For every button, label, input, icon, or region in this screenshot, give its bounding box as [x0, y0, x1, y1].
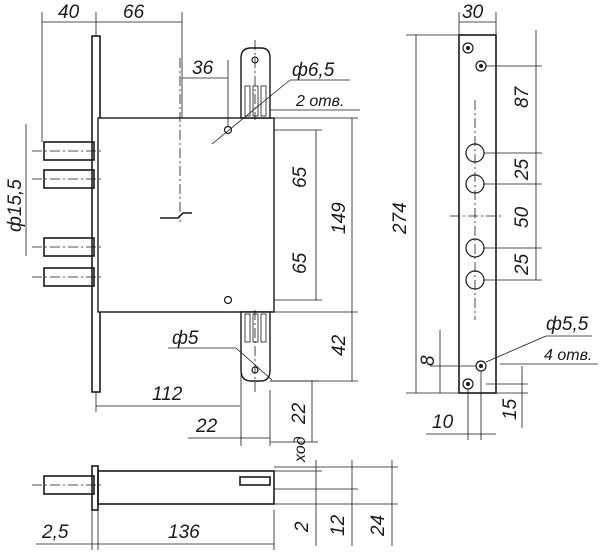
dim-24: 24 [368, 460, 393, 546]
dim-42-label: 42 [329, 334, 350, 356]
dim-10-label: 10 [432, 412, 454, 433]
dim-15-label: 15 [500, 398, 521, 420]
upper-bolts [32, 141, 102, 189]
lower-bolts [32, 237, 102, 287]
dim-2-5-label: 2,5 [41, 522, 69, 543]
dim-274: 274 [390, 34, 459, 394]
dim-136: 136 [98, 510, 275, 550]
dim-136-label: 136 [168, 522, 200, 543]
stroke-label: ход [292, 436, 309, 463]
dim-66-label: 66 [123, 2, 145, 23]
dim-2: 2 [292, 460, 317, 546]
phi15-5-label: ф15,5 [5, 179, 26, 232]
mount-hole-top [223, 125, 233, 135]
dim-30-label: 30 [462, 2, 484, 23]
dim-50-label: 50 [512, 206, 533, 228]
dim-40: 40 [42, 2, 96, 23]
dim-25b-label: 25 [512, 253, 533, 276]
phi5-5-label: ф5,5 [546, 314, 589, 335]
dim-65-149: 65 65 149 [274, 117, 358, 313]
dim-22b-label: 22 [289, 402, 310, 425]
dim-15: 15 [486, 366, 528, 428]
dim-87-label: 87 [512, 85, 533, 108]
bottom-case [97, 470, 275, 505]
phi5-label: ф5 [172, 328, 199, 349]
dim-42: 42 [270, 312, 358, 382]
dim-2-5: 2,5 [36, 510, 99, 550]
top-rod [240, 40, 271, 120]
dims-right-holes: 87 25 50 25 [484, 30, 542, 281]
dim-40-label: 40 [58, 2, 80, 23]
dim-65b-label: 65 [290, 252, 311, 274]
key-slot [160, 212, 192, 219]
dim-25a-label: 25 [512, 158, 533, 181]
dim-8-label: 8 [418, 355, 439, 366]
dim-2-label: 2 [292, 521, 313, 533]
dim-30: 30 [458, 2, 497, 35]
lock-case [97, 117, 275, 313]
dim-112: 112 [95, 384, 240, 412]
note-phi5-5: ф5,5 4 отв. [485, 314, 598, 365]
dim-24-label: 24 [368, 515, 389, 537]
dim-66: 66 [96, 2, 182, 23]
note-phi6-5: ф6,5 2 отв. [211, 60, 360, 145]
dim-112-label: 112 [152, 384, 183, 405]
dim-12-label: 12 [328, 514, 349, 536]
dim-22-horizontal: 22 [188, 362, 271, 446]
bottom-slot [239, 476, 271, 486]
dim-22a-label: 22 [195, 416, 218, 437]
dim-65a-label: 65 [290, 166, 311, 188]
front-view [32, 12, 275, 393]
dim-149-label: 149 [329, 202, 350, 234]
bottom-rod [240, 310, 271, 392]
dim-12: 12 [328, 460, 353, 546]
mount-hole-bottom [223, 295, 233, 305]
dim-10: 10 [426, 371, 496, 440]
note-phi5: ф5 [168, 328, 273, 381]
dim-36-label: 36 [192, 58, 214, 79]
faceplate-side-view [450, 34, 504, 394]
holes2-label: 2 отв. [295, 93, 344, 110]
faceplate-strip [458, 34, 497, 394]
dim-274-label: 274 [390, 202, 411, 235]
dim-phi15-5: ф15,5 [5, 124, 27, 256]
holes4-label: 4 отв. [544, 347, 592, 364]
bottom-faceplate [91, 465, 99, 511]
dim-22-stroke: 22 ход [270, 380, 318, 463]
bottom-view [32, 465, 398, 511]
phi6-5-label: ф6,5 [292, 60, 335, 81]
dim-36: 36 [182, 58, 228, 79]
dim-8: 8 [418, 330, 476, 393]
